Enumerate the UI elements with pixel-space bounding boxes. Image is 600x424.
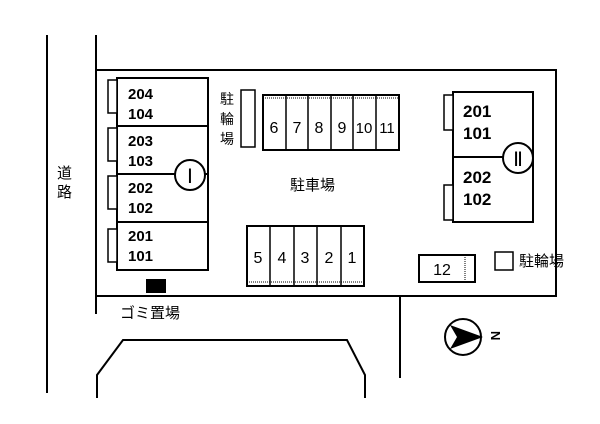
unit-number: 204 [128, 86, 154, 103]
building-1-entrance [107, 79, 118, 114]
garbage-area-block [146, 279, 166, 293]
parking-space-number: 9 [338, 120, 347, 137]
garbage-area-label: ゴミ置場 [120, 304, 180, 322]
parking-space-number: 1 [348, 250, 357, 267]
parking-row-top: 6 7 8 9 10 11 [262, 94, 400, 151]
parking-space-number: 8 [315, 120, 324, 137]
unit-number: 201 [128, 228, 153, 245]
parking-row-bottom-outline [246, 225, 365, 287]
building-2-number-circle [502, 142, 534, 174]
parking-area-label: 駐車場 [290, 177, 335, 194]
unit-number: 202 [463, 168, 491, 187]
north-arrow-icon: N [444, 318, 503, 356]
unit-number: 101 [463, 124, 491, 143]
building-1-numeral: Ⅰ [187, 166, 193, 188]
unit-number: 101 [128, 248, 153, 265]
unit-number: 103 [128, 153, 153, 170]
building-2: 201 101 202 102 Ⅱ [443, 91, 534, 223]
road-char-1: 道 [57, 165, 72, 182]
bike-parking-char-2: 輪 [220, 111, 234, 127]
bike-parking-char-3: 場 [220, 131, 234, 147]
building-1-entrance [107, 175, 118, 210]
compass-needle [450, 325, 483, 349]
parking-space-number: 3 [301, 250, 310, 267]
unit-number: 202 [128, 180, 153, 197]
parking-row-bottom: 5 4 3 2 1 [246, 225, 365, 287]
road-char-2: 路 [57, 184, 72, 201]
parking-space-number: 2 [325, 250, 334, 267]
unit-number: 102 [128, 200, 153, 217]
building-2-entrance [443, 184, 454, 221]
unit-number: 102 [463, 190, 491, 209]
building-1: 204 104 203 103 202 102 201 101 Ⅰ [107, 77, 209, 271]
bike-parking-right-shelter [494, 251, 514, 271]
unit-number: 201 [463, 102, 491, 121]
compass-north-label: N [488, 331, 503, 340]
parking-space-number: 10 [356, 120, 373, 137]
bike-parking-char-1: 駐 [220, 91, 234, 107]
building-1-entrance [107, 228, 118, 263]
parking-space-number: 11 [379, 120, 395, 137]
unit-number: 104 [128, 106, 154, 123]
building-2-numeral: Ⅱ [513, 149, 523, 171]
parking-space-number: 5 [254, 250, 263, 267]
bike-parking-right-label: 駐輪場 [519, 253, 564, 270]
building-2-entrance [443, 94, 454, 131]
parking-space-number: 7 [293, 120, 302, 137]
parking-space-number: 4 [278, 250, 287, 267]
adjacent-building-outline [96, 339, 366, 398]
building-1-entrance [107, 127, 118, 162]
parking-space-12 [418, 254, 476, 283]
building-1-number-circle [174, 159, 206, 191]
unit-number: 203 [128, 133, 153, 150]
parking-space-number: 12 [433, 262, 451, 279]
bike-parking-left-shelter [240, 89, 256, 148]
parking-space-number: 6 [270, 120, 279, 137]
